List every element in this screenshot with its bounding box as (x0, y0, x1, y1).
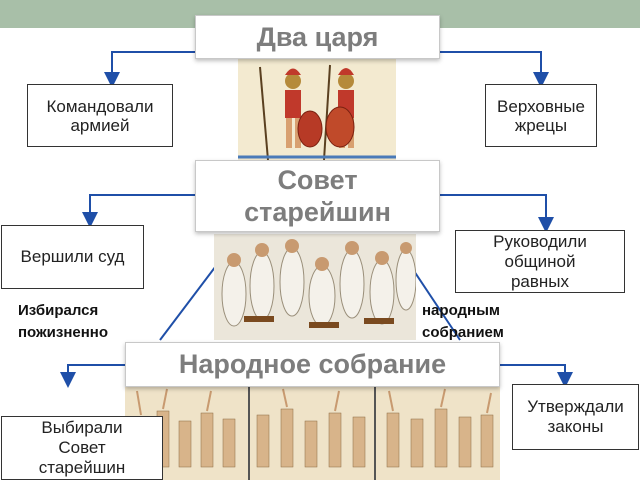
arrow-assembly-left (60, 364, 125, 388)
arrow-assembly-right (500, 364, 573, 388)
assembly-left-text: Выбирали Совет старейшин (38, 418, 126, 477)
assembly-left-box: Выбирали Совет старейшин (1, 416, 163, 480)
kings-title: Два царя (195, 15, 440, 59)
arrow-elders-right (440, 194, 554, 233)
elders-left-text: Вершили суд (20, 247, 125, 266)
kings-right-text: Верховные жрецы (497, 96, 585, 135)
assembly-right-text: Утверждали законы (527, 397, 624, 436)
elders-title-text: Совет старейшин (244, 165, 391, 227)
assembly-title-text: Народное собрание (178, 349, 447, 379)
spartan-warriors-image (238, 57, 396, 160)
kings-left-text: Командовали армией (46, 96, 154, 135)
elders-right-text: Руководили общиной равных (493, 231, 587, 291)
elders-right-box: Руководили общиной равных (455, 230, 625, 293)
elders-council-image (214, 234, 416, 340)
note-right: народным собранием (422, 302, 504, 341)
note-left: Избирался пожизненно (18, 302, 109, 341)
assembly-title: Народное собрание (125, 342, 500, 387)
elders-title: Совет старейшин (195, 160, 440, 232)
assembly-right-box: Утверждали законы (512, 384, 639, 450)
kings-left-box: Командовали армией (27, 84, 173, 147)
assembly-crowd-image (125, 387, 500, 480)
arrow-elders-left (82, 194, 195, 228)
elders-left-box: Вершили суд (1, 225, 144, 289)
kings-right-box: Верховные жрецы (485, 84, 597, 147)
arrow-kings-right (440, 51, 549, 88)
arrow-kings-left (104, 51, 195, 88)
kings-title-text: Два царя (256, 21, 379, 52)
